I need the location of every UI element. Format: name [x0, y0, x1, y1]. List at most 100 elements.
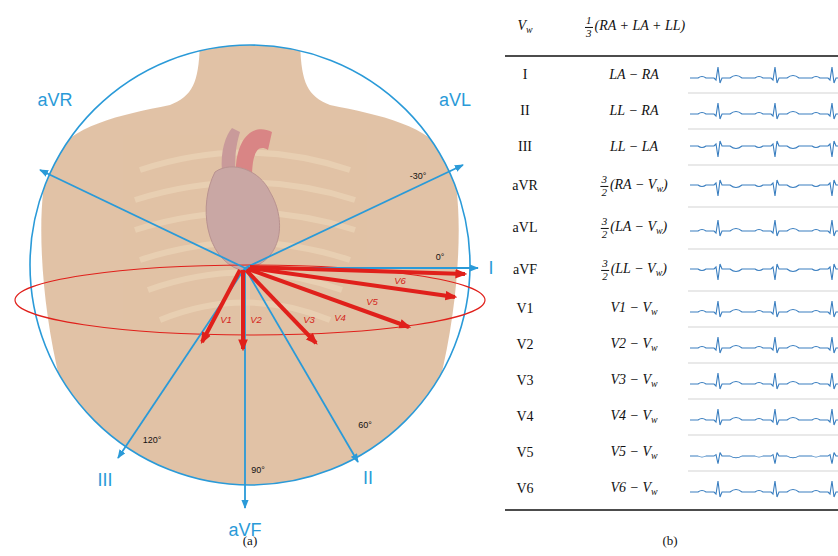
lead-formula: ) — [663, 177, 668, 192]
numerator: 3 — [601, 216, 609, 229]
lead-label: I — [488, 258, 493, 278]
ecg-trace — [690, 220, 838, 236]
precordial-vectors — [202, 267, 465, 349]
table-rule — [505, 509, 838, 510]
lead-formula-group: V1 − Vw — [610, 300, 657, 317]
lead-name-group: I — [523, 67, 528, 83]
lead-formula-group: V5 − Vw — [610, 444, 657, 461]
lead-name-group: III — [518, 139, 532, 155]
lead-formula: ) — [662, 261, 667, 276]
ecg-trace — [690, 453, 838, 464]
precordial-label-group: V3 — [303, 315, 315, 326]
angle-label-group: 0° — [436, 252, 445, 262]
lead-formula-group: 32(LL − Vw) — [601, 258, 667, 282]
angle-label: 60° — [358, 420, 372, 430]
precordial-label: V5 — [366, 296, 378, 307]
lead-formula: V3 − V — [610, 372, 651, 387]
precordial-label-group: V2 — [250, 315, 262, 326]
ecg-trace — [690, 141, 838, 157]
lead-name: V4 — [516, 409, 533, 424]
lead-name-group: V2 — [516, 337, 533, 353]
lead-formula: (LL − V — [611, 261, 656, 276]
lead-formula: ) — [663, 219, 668, 234]
table-header: V — [517, 18, 526, 33]
ecg-trace — [690, 373, 838, 389]
lead-formula-group: LA − RA — [609, 67, 659, 83]
precordial-label: V4 — [334, 312, 346, 323]
lead-formula: LL − RA — [610, 103, 659, 118]
lead-name-group: aVL — [513, 220, 538, 236]
avl-axis — [245, 165, 463, 268]
denominator: 2 — [602, 271, 608, 283]
angle-label-group: 120° — [143, 435, 162, 445]
ecg-trace — [690, 481, 838, 497]
lead-name: V6 — [516, 481, 533, 496]
panel-caption-group: (a) — [243, 534, 257, 549]
lead-name: I — [523, 67, 528, 82]
table-header-group: Vw — [517, 18, 532, 35]
lead-name-group: V1 — [516, 301, 533, 317]
subscript: w — [526, 24, 533, 35]
fraction: 32 — [601, 258, 609, 282]
lead-formula-group: V4 − Vw — [610, 408, 657, 425]
torso-group — [41, 30, 458, 520]
angle-label: 90° — [251, 465, 265, 475]
subscript: w — [651, 306, 658, 317]
subscript: w — [651, 378, 658, 389]
lead-label: aVL — [439, 90, 471, 110]
precordial-label-group: V5 — [366, 297, 378, 308]
precordial-label: V3 — [303, 314, 315, 325]
lead-label-group: III — [97, 470, 112, 491]
angle-label: 120° — [143, 435, 162, 445]
angle-label-group: 60° — [358, 420, 372, 430]
lead-formula-group: LL − LA — [610, 139, 658, 155]
fraction: 32 — [601, 216, 609, 240]
precordial-label: V1 — [220, 314, 232, 325]
trace-grid — [688, 93, 838, 471]
lead-name: II — [520, 103, 529, 118]
fraction: 32 — [600, 174, 608, 198]
limb-lead-axes — [40, 165, 478, 508]
angle-label-group: 90° — [251, 465, 265, 475]
avr-axis — [40, 170, 245, 268]
lead-label: II — [363, 468, 373, 488]
subscript: w — [656, 267, 663, 278]
subscript: w — [651, 486, 658, 497]
v2-vector — [241, 270, 245, 349]
table-header: (RA + LA + LL) — [595, 18, 686, 33]
subscript: w — [656, 183, 663, 194]
subscript: w — [651, 342, 658, 353]
subscript: w — [651, 414, 658, 425]
lead-name: aVL — [513, 220, 538, 235]
precordial-label: V2 — [250, 314, 262, 325]
ecg-trace — [690, 67, 838, 83]
lead-label-group: II — [363, 468, 373, 489]
fraction: 13 — [585, 15, 593, 39]
lead-label: aVR — [37, 90, 72, 110]
angle-label: 0° — [436, 252, 445, 262]
lead-name: V5 — [516, 445, 533, 460]
lead-name: III — [518, 139, 532, 154]
numerator: 3 — [600, 174, 608, 187]
ecg-trace — [690, 180, 838, 196]
subscript: w — [651, 450, 658, 461]
lead-formula: LL − LA — [610, 139, 658, 154]
denominator: 3 — [586, 28, 592, 40]
denominator: 2 — [602, 229, 608, 241]
lead-name-group: aVR — [512, 178, 538, 194]
v6-vector — [250, 267, 465, 274]
lead-formula: V4 − V — [610, 408, 651, 423]
lead-formula: V1 − V — [610, 300, 651, 315]
lead-formula-group: 32(LA − Vw) — [601, 216, 667, 240]
lead-name-group: V3 — [516, 373, 533, 389]
lead-name-group: V4 — [516, 409, 533, 425]
numerator: 3 — [601, 258, 609, 271]
lead-ii-axis — [245, 268, 358, 462]
table-header-group: 13(RA + LA + LL) — [585, 15, 685, 39]
torso — [41, 30, 458, 520]
ecg-trace — [690, 409, 838, 425]
ecg-trace — [690, 103, 838, 119]
lead-formula-group: 32(RA − Vw) — [600, 174, 667, 198]
